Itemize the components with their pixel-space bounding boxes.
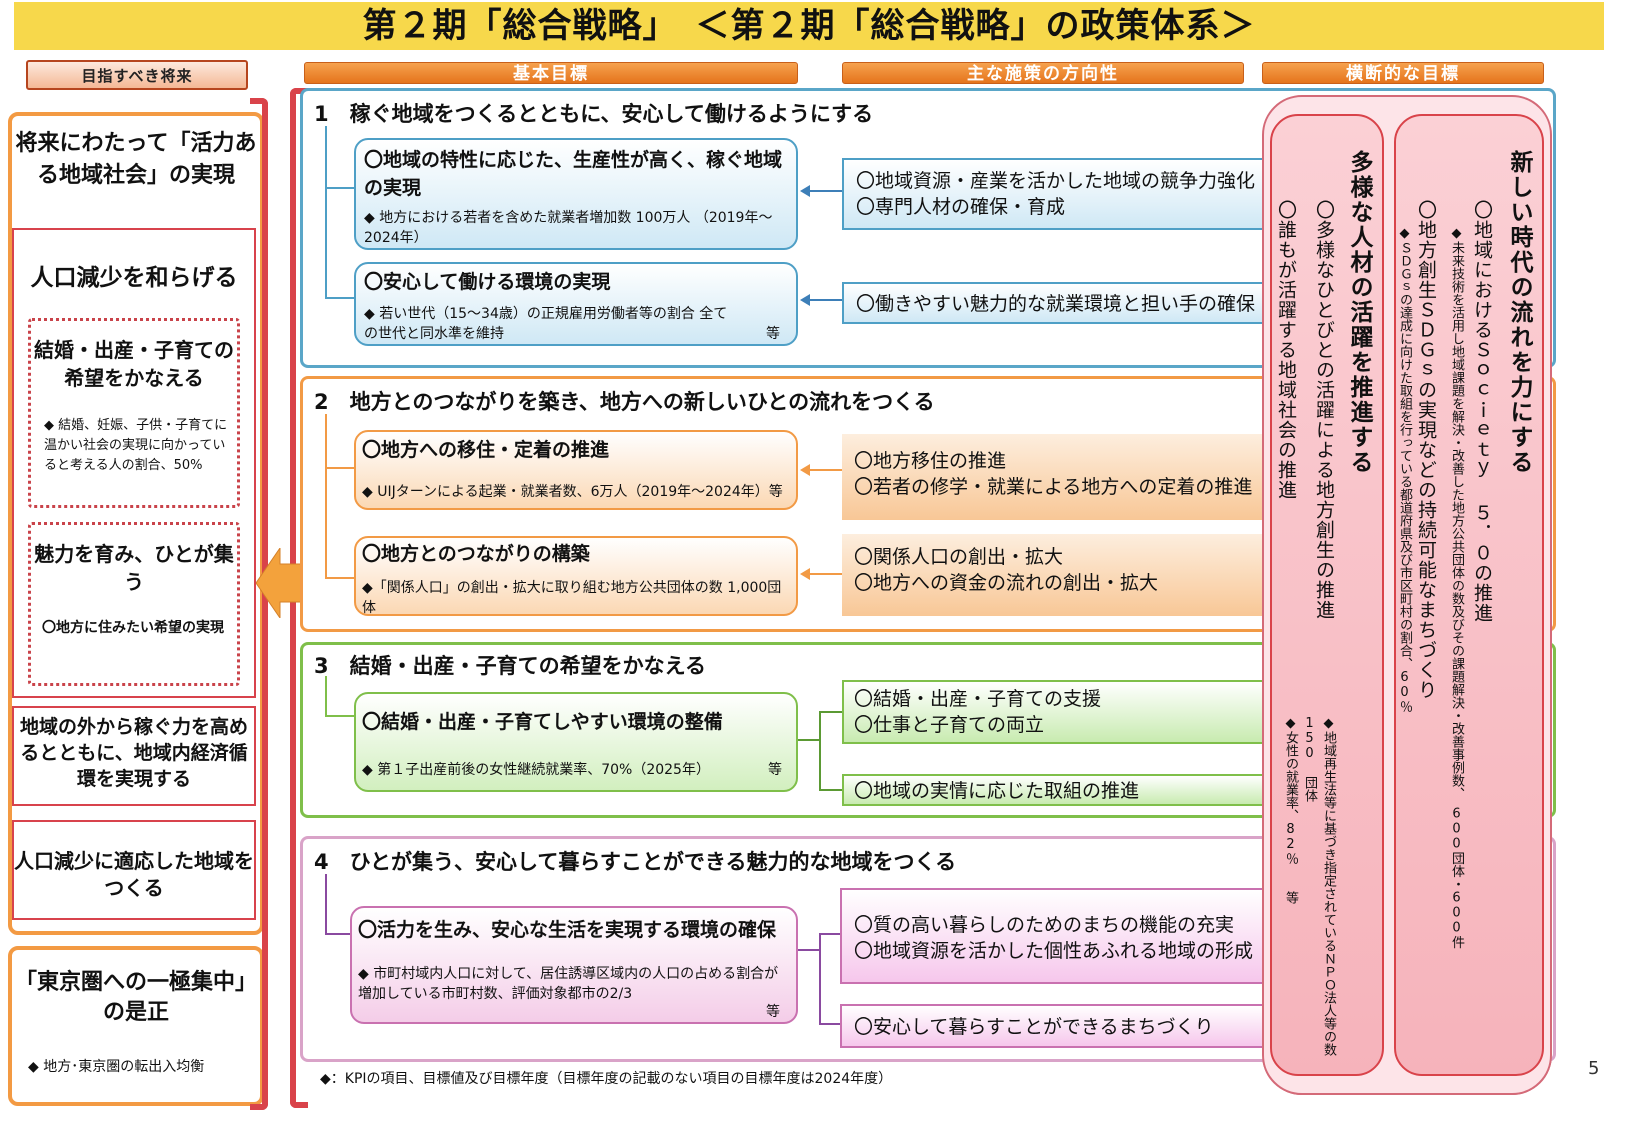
goal-4-box-1-title: 〇活力を生み、安心な生活を実現する環境の確保 xyxy=(358,919,777,941)
goal-2-box-2-title: 〇地方とのつながりの構築 xyxy=(362,543,590,565)
footnote: ◆：KPIの項目、目標値及び目標年度（目標年度の記載のない項目の目標年度は202… xyxy=(320,1071,893,1087)
cross-col-1: 新しい時代の流れを力にする 〇地域におけるＳｏｃｉｅｔｙ ５．０の推進 ◆未来技… xyxy=(1394,114,1544,1076)
page-number: 5 xyxy=(1588,1058,1600,1079)
earn-text: 地域の外から稼ぐ力を高めるとともに、地域内経済循環を実現する xyxy=(19,716,248,790)
goal-2-title: 2 地方とのつながりを築き、地方への新しいひとの流れをつくる xyxy=(314,390,935,414)
header-basic-goals: 基本目標 xyxy=(304,62,798,84)
cross-col-2-item-1: 〇多様なひとびとの活躍による地方創生の推進 xyxy=(1313,200,1335,620)
bracket-left xyxy=(250,98,268,1110)
population-box xyxy=(12,228,256,698)
goal-3-measure-1: 〇結婚・出産・子育ての支援 〇仕事と子育ての両立 xyxy=(842,680,1282,744)
goal-4-tree-lines xyxy=(325,874,350,935)
cross-col-1-item-1: 〇地域におけるＳｏｃｉｅｔｙ ５．０の推進 xyxy=(1471,200,1493,623)
cross-col-2-kpi-2: ◆女性の就業率、82％ 等 xyxy=(1283,716,1298,904)
goal-4-measure-2: 〇安心して暮らすことができるまちづくり xyxy=(840,1004,1282,1048)
attract-title: 魅力を育み、ひとが集う xyxy=(34,542,234,594)
goal-2-measure-1-line-1: 〇地方移住の推進 xyxy=(854,450,1007,472)
adapt-box xyxy=(12,820,256,920)
goal-3-measure-2: 〇地域の実情に応じた取組の推進 xyxy=(842,774,1282,806)
header-cross: 横断的な目標 xyxy=(1262,62,1544,84)
header-measures: 主な施策の方向性 xyxy=(842,62,1244,84)
arrow-left-icon xyxy=(800,294,844,306)
goal-4-box-1: 〇活力を生み、安心な生活を実現する環境の確保 ◆ 市町村域内人口に対して、居住誘… xyxy=(350,906,798,1024)
goal-2-box-1-title: 〇地方への移住・定着の推進 xyxy=(362,439,610,461)
tokyo-title: 「東京圏への一極集中」の是正 xyxy=(14,970,257,1025)
cross-col-2-kpi-1: ◆地域再生法等に基づき指定されているＮＰＯ法人等の数 150 団体 xyxy=(1302,716,1336,1056)
arrow-left-icon xyxy=(800,464,844,476)
goal-1-box-2-title: 〇安心して働ける環境の実現 xyxy=(364,271,611,293)
goal-1-tree-lines xyxy=(325,126,354,299)
left-arrow-icon xyxy=(256,548,302,618)
cross-col-1-title: 新しい時代の流れを力にする xyxy=(1506,150,1532,475)
title-bar: 第２期「総合戦略」 ＜第２期「総合戦略」の政策体系＞ xyxy=(14,2,1604,50)
goal-2-box-1-kpi: ◆ UIJターンによる起業・就業者数、6万人（2019年～2024年）等 xyxy=(362,484,783,500)
goal-1-box-1-kpi: ◆ 地方における若者を含めた就業者増加数 100万人 （2019年～2024年） xyxy=(364,210,773,246)
goal-4-measure-1-line-2: 〇地域資源を活かした個性あふれる地域の形成 xyxy=(854,940,1254,962)
page-title: 第２期「総合戦略」 ＜第２期「総合戦略」の政策体系＞ xyxy=(362,6,1256,46)
cross-col-2: 多様な人材の活躍を推進する 〇多様なひとびとの活躍による地方創生の推進 ◆地域再… xyxy=(1270,114,1384,1076)
goal-3-box-1-suffix: 等 xyxy=(768,762,782,778)
marriage-box xyxy=(28,318,240,508)
arrow-left-icon xyxy=(800,185,844,197)
goal-4-measure-1: 〇質の高い暮らしのためのまちの機能の充実 〇地域資源を活かした個性あふれる地域の… xyxy=(840,888,1282,984)
goal-2-measure-2: 〇関係人口の創出・拡大 〇地方への資金の流れの創出・拡大 xyxy=(842,534,1282,616)
goal-3-box-1-title: 〇結婚・出産・子育てしやすい環境の整備 xyxy=(362,711,723,733)
population-title: 人口減少を和らげる xyxy=(30,265,238,291)
goal-1-measure-1-line-1: 〇地域資源・産業を活かした地域の競争力強化 xyxy=(856,170,1256,192)
goal-1-box-2: 〇安心して働ける環境の実現 ◆ 若い世代（15～34歳）の正規雇用労働者等の割合… xyxy=(354,262,798,346)
goal-4-connector xyxy=(798,933,844,1025)
goal-3-box-1: 〇結婚・出産・子育てしやすい環境の整備 ◆ 第１子出産前後の女性継続就業率、70… xyxy=(354,692,798,792)
goal-2-box-2: 〇地方とのつながりの構築 ◆「関係人口」の創出・拡大に取り組む地方公共団体の数 … xyxy=(354,536,798,616)
goal-4-title: 4 ひとが集う、安心して暮らすことができる魅力的な地域をつくる xyxy=(314,850,957,874)
cross-col-2-item-2: 〇誰もが活躍する地域社会の推進 xyxy=(1275,200,1297,500)
goal-1-title: 1 稼ぐ地域をつくるとともに、安心して働けるようにする xyxy=(314,102,874,126)
cross-col-2-title: 多様な人材の活躍を推進する xyxy=(1346,150,1372,475)
goal-1-box-1-title: 〇地域の特性に応じた、生産性が高く、稼ぐ地域の実現 xyxy=(364,149,783,199)
future-main-title: 将来にわたって「活力ある地域社会」の実現 xyxy=(15,131,257,188)
goal-4-measure-2-line-1: 〇安心して暮らすことができるまちづくり xyxy=(854,1016,1214,1038)
goal-4-measure-1-line-1: 〇質の高い暮らしのためのまちの機能の充実 xyxy=(854,914,1235,936)
marriage-kpi: ◆ 結婚、妊娠、子供・子育てに温かい社会の実現に向かっていると考える人の割合、5… xyxy=(44,418,228,473)
goal-3-measure-1-line-2: 〇仕事と子育ての両立 xyxy=(854,714,1045,736)
goal-1-measure-1: 〇地域資源・産業を活かした地域の競争力強化 〇専門人材の確保・育成 xyxy=(842,158,1282,230)
arrow-left-icon xyxy=(800,568,844,580)
goal-1-measure-2: 〇働きやすい魅力的な就業環境と担い手の確保 xyxy=(842,282,1282,324)
cross-col-1-item-2: 〇地方創生ＳＤＧｓの実現などの持続可能なまちづくり xyxy=(1415,200,1437,700)
cross-col-1-kpi-1: ◆未来技術を活用し地域課題を解決・改善した地方公共団体の数及びその課題解決・改善… xyxy=(1449,226,1464,949)
goal-3-box-1-kpi: ◆ 第１子出産前後の女性継続就業率、70%（2025年） xyxy=(362,762,710,778)
goal-3-measure-2-line-1: 〇地域の実情に応じた取組の推進 xyxy=(854,780,1140,802)
tokyo-kpi: ◆ 地方･東京圏の転出入均衡 xyxy=(28,1059,205,1075)
goal-2-measure-2-line-1: 〇関係人口の創出・拡大 xyxy=(854,546,1064,568)
goal-2-measure-1-line-2: 〇若者の修学・就業による地方への定着の推進 xyxy=(854,476,1253,498)
goal-3-title: 3 結婚・出産・子育ての希望をかなえる xyxy=(314,654,706,678)
earn-box xyxy=(12,706,256,806)
goal-1-box-1: 〇地域の特性に応じた、生産性が高く、稼ぐ地域の実現 ◆ 地方における若者を含めた… xyxy=(354,138,798,250)
goal-1-box-2-kpi: ◆ 若い世代（15～34歳）の正規雇用労働者等の割合 全ての世代と同水準を維持 xyxy=(364,306,728,342)
goal-1-measure-1-line-2: 〇専門人材の確保・育成 xyxy=(856,196,1066,218)
header-future: 目指すべき将来 xyxy=(26,60,248,90)
goal-1-box-2-suffix: 等 xyxy=(766,326,780,342)
cross-col-1-kpi-2: ◆ＳＤＧｓの達成に向けた取組を行っている都道府県及び市区町村の割合、60％ xyxy=(1397,226,1412,713)
attract-text: 〇地方に住みたい希望の実現 xyxy=(42,620,224,636)
goal-4-box-1-suffix: 等 xyxy=(766,1004,780,1020)
goal-2-tree-lines xyxy=(325,414,354,579)
goal-2-measure-1: 〇地方移住の推進 〇若者の修学・就業による地方への定着の推進 xyxy=(842,434,1282,520)
goal-2-measure-2-line-2: 〇地方への資金の流れの創出・拡大 xyxy=(854,572,1159,594)
marriage-title: 結婚・出産・子育ての希望をかなえる xyxy=(34,338,234,390)
goal-3-measure-1-line-1: 〇結婚・出産・子育ての支援 xyxy=(854,688,1102,710)
goal-4-box-1-kpi: ◆ 市町村域内人口に対して、居住誘導区域内の人口の占める割合が増加している市町村… xyxy=(358,966,779,1002)
goal-1-measure-2-line-1: 〇働きやすい魅力的な就業環境と担い手の確保 xyxy=(856,293,1256,315)
adapt-text: 人口減少に適応した地域をつくる xyxy=(14,849,254,900)
attract-box xyxy=(28,522,240,686)
goal-2-box-2-kpi: ◆「関係人口」の創出・拡大に取り組む地方公共団体の数 1,000団体 xyxy=(362,580,782,616)
goal-3-connector xyxy=(798,711,844,791)
goal-2-box-1: 〇地方への移住・定着の推進 ◆ UIJターンによる起業・就業者数、6万人（201… xyxy=(354,430,798,510)
goal-3-tree-lines xyxy=(325,676,354,717)
